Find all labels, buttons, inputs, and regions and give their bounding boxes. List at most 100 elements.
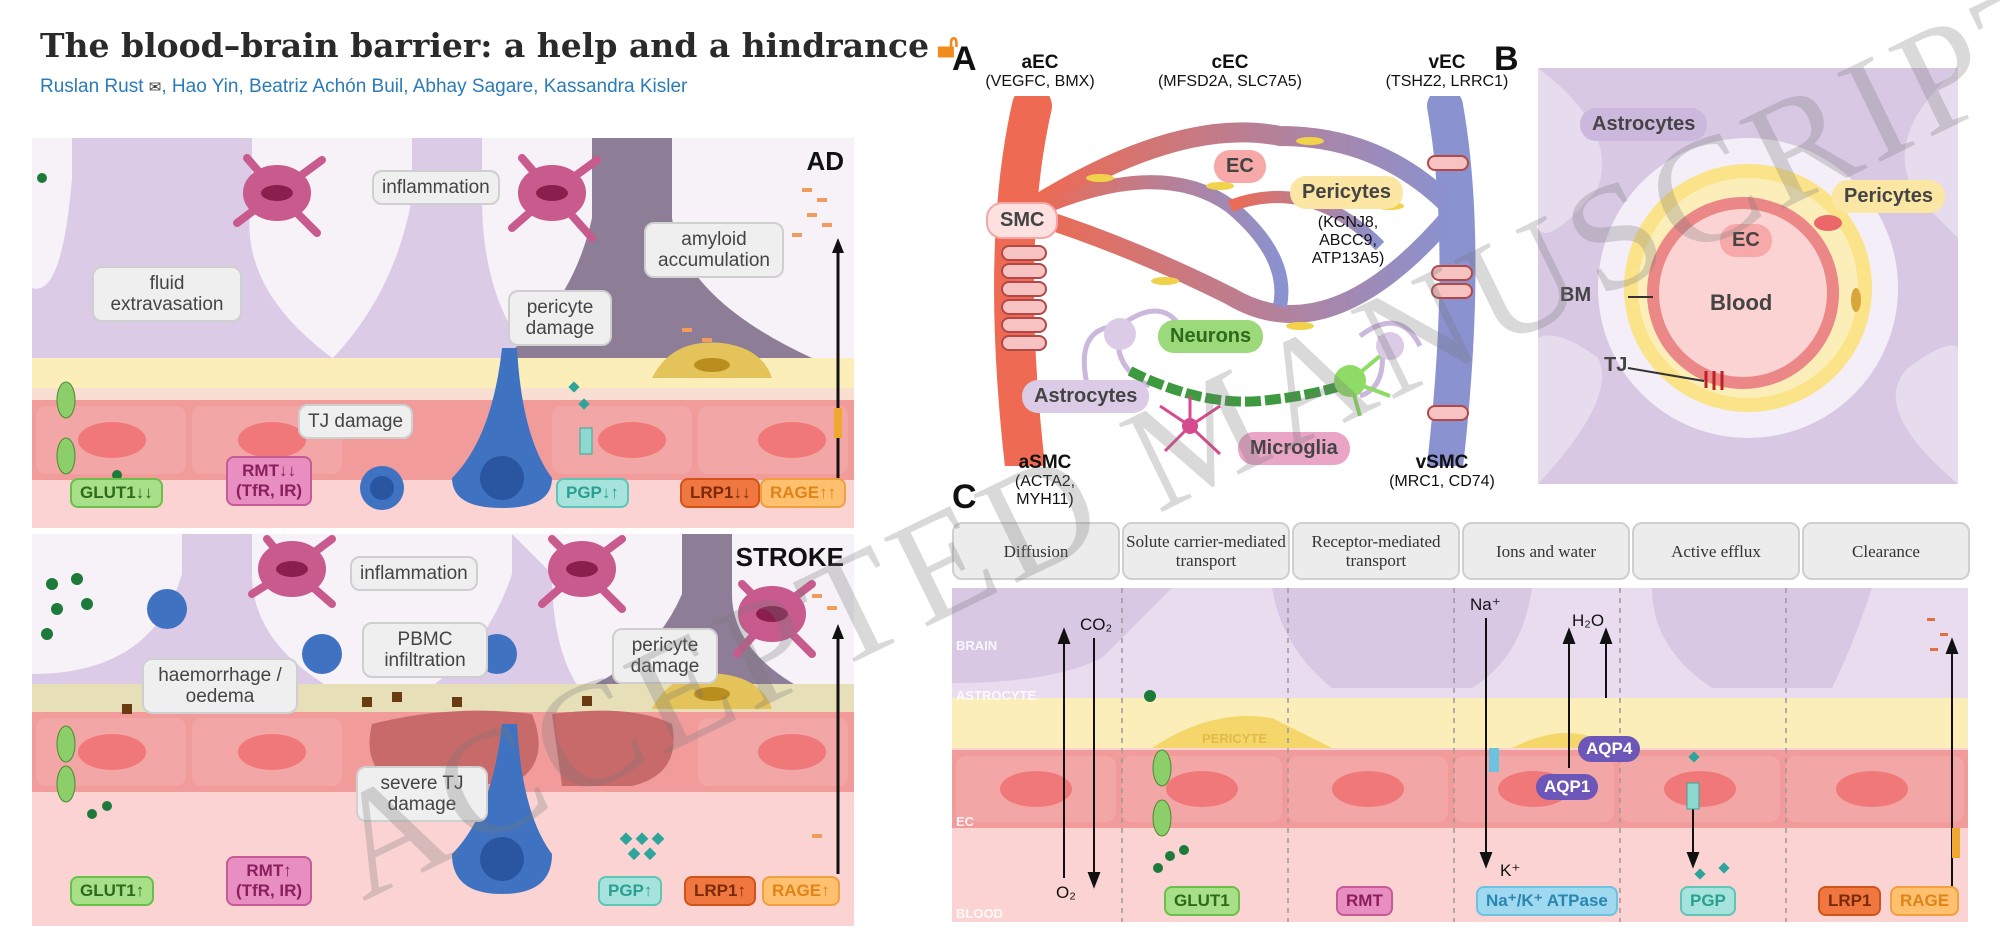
column-header-slc: Solute carrier-mediated transport	[1122, 522, 1290, 580]
rage-tag: RAGE↑	[762, 876, 840, 906]
rmt-sub-label: (TfR, IR)	[236, 881, 303, 900]
stroke-panel-figure: STROKE	[32, 534, 854, 926]
glut1-tag: GLUT1↑	[70, 876, 155, 906]
pericytes-bubble: Pericytes	[1290, 176, 1403, 209]
rmt-sub-label: (TfR, IR)	[236, 481, 303, 500]
co2-label: CO₂	[1080, 615, 1112, 634]
column-header-clearance: Clearance	[1802, 522, 1970, 580]
inflammation-label: inflammation	[350, 556, 478, 591]
panel-c-letter: C	[952, 478, 977, 516]
author-link[interactable]: Beatriz Achón Buil	[249, 76, 404, 97]
lrp1-tag: LRP1↑	[684, 876, 756, 906]
vec-label: vEC(TSHZ2, LRRC1)	[1382, 52, 1512, 91]
aec-label: aEC(VEGFC, BMX)	[985, 52, 1095, 91]
vec-genes: (TSHZ2, LRRC1)	[1385, 73, 1509, 90]
vsmc-genes: (MRC1, CD74)	[1389, 473, 1495, 490]
lrp1-tag-c: LRP1	[1818, 886, 1882, 916]
haemorrhage-label: haemorrhage / oedema	[142, 658, 298, 714]
email-icon[interactable]: ✉	[148, 79, 162, 96]
vsmc-label: vSMC(MRC1, CD74)	[1382, 452, 1502, 491]
microglia-bubble: Microglia	[1238, 432, 1350, 465]
cec-genes: (MFSD2A, SLC7A5)	[1157, 73, 1303, 90]
severe-tj-label: severe TJ damage	[356, 766, 488, 822]
astrocytes-bubble-b: Astrocytes	[1580, 108, 1708, 141]
author-link[interactable]: Kassandra Kisler	[543, 76, 688, 97]
open-access-icon: 🔓︎	[937, 26, 959, 65]
pgp-tag: PGP↓↑	[556, 478, 629, 508]
na-label: Na⁺	[1470, 595, 1501, 614]
layer-label-brain: BRAIN	[956, 638, 997, 653]
astrocyte-endfoot	[312, 138, 552, 378]
inflammation-label: inflammation	[372, 170, 500, 205]
panel-a-letter: A	[952, 40, 977, 78]
monocyte-cell	[302, 634, 342, 674]
tj-damage-label: TJ damage	[298, 404, 414, 439]
aec-genes: (VEGFC, BMX)	[985, 73, 1095, 90]
pericyte-genes: (KCNJ8, ABCC9, ATP13A5)	[1311, 214, 1385, 267]
ec-bubble-b: EC	[1720, 224, 1772, 257]
rage-tag-c: RAGE	[1890, 886, 1960, 916]
vec-name: vEC	[1428, 52, 1466, 73]
title-text: The blood–brain barrier: a help and a hi…	[40, 26, 930, 65]
rmt-tag: RMT↑ (TfR, IR)	[226, 856, 313, 906]
column-header-rmt: Receptor-mediated transport	[1292, 522, 1460, 580]
column-header-diffusion: Diffusion	[952, 522, 1120, 580]
rmt-label: RMT↑	[246, 861, 292, 880]
bm-label: BM	[1560, 284, 1592, 306]
asmc-name: aSMC	[1018, 452, 1072, 473]
transport-figure: BRAIN ASTROCYTE PERICYTE EC BLOOD CO₂ O₂…	[952, 588, 1968, 922]
monocyte-cell	[452, 348, 552, 508]
rmt-label: RMT↓↓	[242, 461, 296, 480]
pericytes-bubble-b: Pericytes	[1832, 180, 1945, 213]
smc-bubble: SMC	[986, 202, 1059, 239]
amyloid-label: amyloid accumulation	[644, 222, 784, 278]
lrp1-tag: LRP1↓↓	[680, 478, 761, 508]
ec-bubble: EC	[1214, 150, 1266, 183]
neurons-bubble: Neurons	[1158, 320, 1264, 353]
glut1-tag: GLUT1↓↓	[70, 478, 163, 508]
pericyte-damage-label: pericyte damage	[612, 628, 718, 684]
monocyte-cell	[452, 724, 552, 894]
paper-title: The blood–brain barrier: a help and a hi…	[40, 26, 959, 66]
aec-name: aEC	[1021, 52, 1059, 73]
author-link[interactable]: Abhay Sagare	[412, 76, 534, 97]
astrocyte-endfoot	[402, 534, 592, 704]
tj-label: TJ	[1604, 354, 1628, 376]
glut1-tag-c: GLUT1	[1164, 886, 1240, 916]
rmt-tag-c: RMT	[1336, 886, 1393, 916]
layer-label-blood: BLOOD	[956, 906, 1003, 921]
column-header-ions: Ions and water	[1462, 522, 1630, 580]
author-list: Ruslan Rust ✉, Hao Yin, Beatriz Achón Bu…	[40, 76, 688, 97]
fluid-extravasation-label: fluid extravasation	[92, 266, 242, 322]
panel-b-letter: B	[1494, 40, 1519, 78]
blood-label: Blood	[1710, 290, 1773, 315]
cec-label: cEC(MFSD2A, SLC7A5)	[1150, 52, 1310, 91]
cross-section-figure	[1538, 68, 1958, 484]
asmc-genes: (ACTA2, MYH11)	[1014, 473, 1076, 508]
astrocytes-bubble: Astrocytes	[1022, 380, 1150, 413]
layer-label-pericyte: PERICYTE	[1202, 731, 1267, 746]
author-link[interactable]: Hao Yin	[171, 76, 239, 97]
o2-label: O₂	[1056, 883, 1076, 902]
aqp4-tag: AQP4	[1578, 736, 1641, 762]
column-header-efflux: Active efflux	[1632, 522, 1800, 580]
ad-heading: AD	[806, 146, 844, 176]
layer-label-astrocyte: ASTROCYTE	[956, 688, 1037, 703]
author-link[interactable]: Ruslan Rust	[40, 76, 144, 97]
monocyte-cell	[147, 589, 187, 629]
pbmc-label: PBMC infiltration	[362, 622, 488, 678]
atpase-tag: Na⁺/K⁺ ATPase	[1476, 886, 1618, 916]
pgp-tag: PGP↑	[598, 876, 663, 906]
astrocyte-endfoot-damaged	[572, 534, 812, 694]
vsmc-name: vSMC	[1415, 452, 1469, 473]
cec-name: cEC	[1211, 52, 1249, 73]
stroke-heading: STROKE	[736, 542, 844, 572]
rage-tag: RAGE↑↑	[760, 478, 847, 508]
h2o-label: H₂O	[1572, 611, 1604, 630]
pgp-tag-c: PGP	[1680, 886, 1736, 916]
vascular-tree-figure	[994, 96, 1476, 466]
rmt-tag: RMT↓↓ (TfR, IR)	[226, 456, 313, 506]
aqp1-tag: AQP1	[1536, 774, 1599, 800]
asmc-label: aSMC(ACTA2, MYH11)	[985, 452, 1105, 509]
k-label: K⁺	[1500, 861, 1520, 880]
